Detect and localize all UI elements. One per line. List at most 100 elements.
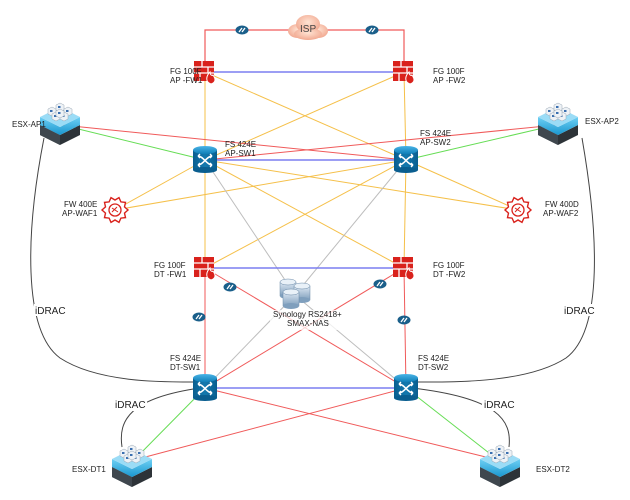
isp-label: ISP bbox=[300, 24, 316, 35]
sw-model-ap-sw2: FS 424E bbox=[420, 129, 451, 138]
waf-name-ap-waf1: AP-WAF1 bbox=[62, 209, 98, 218]
idrac-layer: iDRAC iDRAC iDRAC iDRAC bbox=[30, 137, 597, 448]
server-stack-icon bbox=[480, 444, 520, 487]
server-stack-icon bbox=[40, 102, 80, 145]
link-ap-fw2-ap-sw1 bbox=[204, 71, 405, 161]
idrac-label-right: iDRAC bbox=[564, 306, 595, 317]
fw-model-dt-fw2: FG 100F bbox=[433, 261, 465, 270]
idrac-link-dt1 bbox=[120, 387, 201, 448]
gear-icon bbox=[100, 196, 130, 224]
switch-icon bbox=[394, 146, 418, 173]
link-ap-sw2-nas bbox=[294, 159, 407, 296]
link-esx-ap1-ap-sw2 bbox=[61, 124, 407, 161]
fw-name-ap-fw1: AP -FW1 bbox=[170, 76, 203, 85]
waf-ap-waf1[interactable] bbox=[100, 196, 130, 224]
server-esx-ap2[interactable] bbox=[538, 102, 578, 145]
server-esx-ap1[interactable] bbox=[40, 102, 80, 145]
sw-name-dt-sw1: DT-SW1 bbox=[170, 363, 201, 372]
nas-model: Synology RS2418+ bbox=[273, 310, 342, 319]
link-ap-sw2-dt-fw2 bbox=[403, 159, 407, 269]
link-dt-sw2-nas bbox=[294, 294, 407, 389]
server-stack-icon bbox=[112, 444, 152, 487]
link-esx-ap1-ap-sw1 bbox=[61, 124, 206, 161]
switch-icon bbox=[193, 146, 217, 173]
server-esx-dt1[interactable] bbox=[112, 444, 152, 487]
links-layer bbox=[61, 29, 557, 461]
firewall-icon bbox=[194, 257, 216, 281]
badge-isp-fw1-icon bbox=[235, 25, 249, 35]
firewall-icon bbox=[393, 61, 415, 85]
fw-name-ap-fw2: AP -FW2 bbox=[433, 76, 466, 85]
cloud-icon bbox=[288, 15, 328, 40]
link-dt-fw2-dt-sw2 bbox=[403, 267, 407, 389]
link-esx-dt1-dt-sw2 bbox=[133, 387, 407, 461]
server-label-esx-dt2: ESX-DT2 bbox=[536, 465, 570, 474]
idrac-link-dt2 bbox=[411, 387, 510, 448]
link-esx-ap2-ap-sw1 bbox=[204, 124, 557, 161]
fw-name-dt-fw2: DT -FW2 bbox=[433, 270, 466, 279]
link-ap-waf1-ap-sw2 bbox=[114, 159, 407, 211]
link-esx-dt2-dt-sw1 bbox=[204, 387, 499, 461]
idrac-label-left: iDRAC bbox=[35, 306, 66, 317]
badge-dt-fw2-sw2-icon bbox=[397, 315, 411, 325]
link-isp-ap-fw2 bbox=[308, 29, 405, 72]
link-ap-waf2-ap-sw2 bbox=[405, 159, 519, 211]
link-esx-ap2-ap-sw2 bbox=[405, 124, 557, 161]
firewall-ap-fw1[interactable] bbox=[194, 61, 216, 85]
fw-model-ap-fw2: FG 100F bbox=[433, 67, 465, 76]
link-esx-dt1-dt-sw1 bbox=[133, 387, 206, 461]
switch-dt-sw1[interactable] bbox=[193, 374, 217, 401]
badge-isp-fw2-icon bbox=[365, 25, 379, 35]
firewall-dt-fw2[interactable] bbox=[393, 257, 415, 281]
server-esx-dt2[interactable] bbox=[480, 444, 520, 487]
fw-name-dt-fw1: DT -FW1 bbox=[154, 270, 187, 279]
waf-ap-waf2[interactable] bbox=[503, 196, 533, 224]
idrac-link-ap2 bbox=[411, 137, 595, 383]
sw-model-dt-sw1: FS 424E bbox=[170, 354, 201, 363]
link-esx-dt2-dt-sw2 bbox=[405, 387, 499, 461]
nas-storage[interactable]: Synology RS2418+ SMAX-NAS bbox=[270, 278, 342, 330]
sw-model-ap-sw1: FS 424E bbox=[225, 140, 256, 149]
server-label-esx-ap2: ESX-AP2 bbox=[585, 117, 619, 126]
link-ap-waf2-ap-sw1 bbox=[204, 159, 519, 211]
sw-model-dt-sw2: FS 424E bbox=[418, 354, 449, 363]
switch-dt-sw2[interactable] bbox=[394, 374, 418, 401]
firewall-icon bbox=[194, 61, 216, 85]
switch-ap-sw1[interactable] bbox=[193, 146, 217, 173]
badge-dt-fw1-sw1-icon bbox=[192, 312, 206, 322]
sw-name-ap-sw1: AP-SW1 bbox=[225, 149, 256, 158]
badge-dt-fw2-sw1-icon bbox=[373, 279, 387, 289]
waf-model-ap-waf1: FW 400E bbox=[64, 200, 97, 209]
server-label-esx-ap1: ESX-AP1 bbox=[12, 120, 46, 129]
link-isp-ap-fw1 bbox=[204, 29, 308, 72]
server-label-esx-dt1: ESX-DT1 bbox=[72, 465, 106, 474]
firewall-dt-fw1[interactable] bbox=[194, 257, 216, 281]
badge-dt-fw1-sw2-icon bbox=[223, 282, 237, 292]
gear-icon bbox=[503, 196, 533, 224]
fw-model-dt-fw1: FG 100F bbox=[154, 261, 186, 270]
link-ap-waf1-ap-sw1 bbox=[114, 159, 206, 211]
idrac-link-ap1 bbox=[30, 137, 201, 383]
storage-disks-icon bbox=[279, 278, 311, 309]
link-ap-sw2-dt-fw1 bbox=[204, 159, 407, 269]
nas-name: SMAX-NAS bbox=[287, 319, 329, 328]
switch-ap-sw2[interactable] bbox=[394, 146, 418, 173]
firewall-icon bbox=[393, 257, 415, 281]
fw-model-ap-fw1: FG 100F bbox=[170, 67, 202, 76]
link-ap-fw2-ap-sw2 bbox=[403, 71, 407, 161]
isp-cloud[interactable]: ISP bbox=[288, 15, 328, 40]
idrac-label-dt2: iDRAC bbox=[484, 400, 515, 411]
sw-name-dt-sw2: DT-SW2 bbox=[418, 363, 449, 372]
waf-name-ap-waf2: AP-WAF2 bbox=[543, 209, 579, 218]
switch-icon bbox=[193, 374, 217, 401]
switch-icon bbox=[394, 374, 418, 401]
link-badges bbox=[192, 25, 411, 325]
firewall-ap-fw2[interactable] bbox=[393, 61, 415, 85]
sw-name-ap-sw2: AP-SW2 bbox=[420, 138, 451, 147]
idrac-label-dt1: iDRAC bbox=[115, 400, 146, 411]
server-stack-icon bbox=[538, 102, 578, 145]
waf-model-ap-waf2: FW 400D bbox=[545, 200, 579, 209]
link-ap-sw1-nas bbox=[204, 159, 296, 296]
nodes-layer: ISP FG 100F AP -FW1 FG 100F AP -FW2 FG 1… bbox=[12, 15, 619, 487]
